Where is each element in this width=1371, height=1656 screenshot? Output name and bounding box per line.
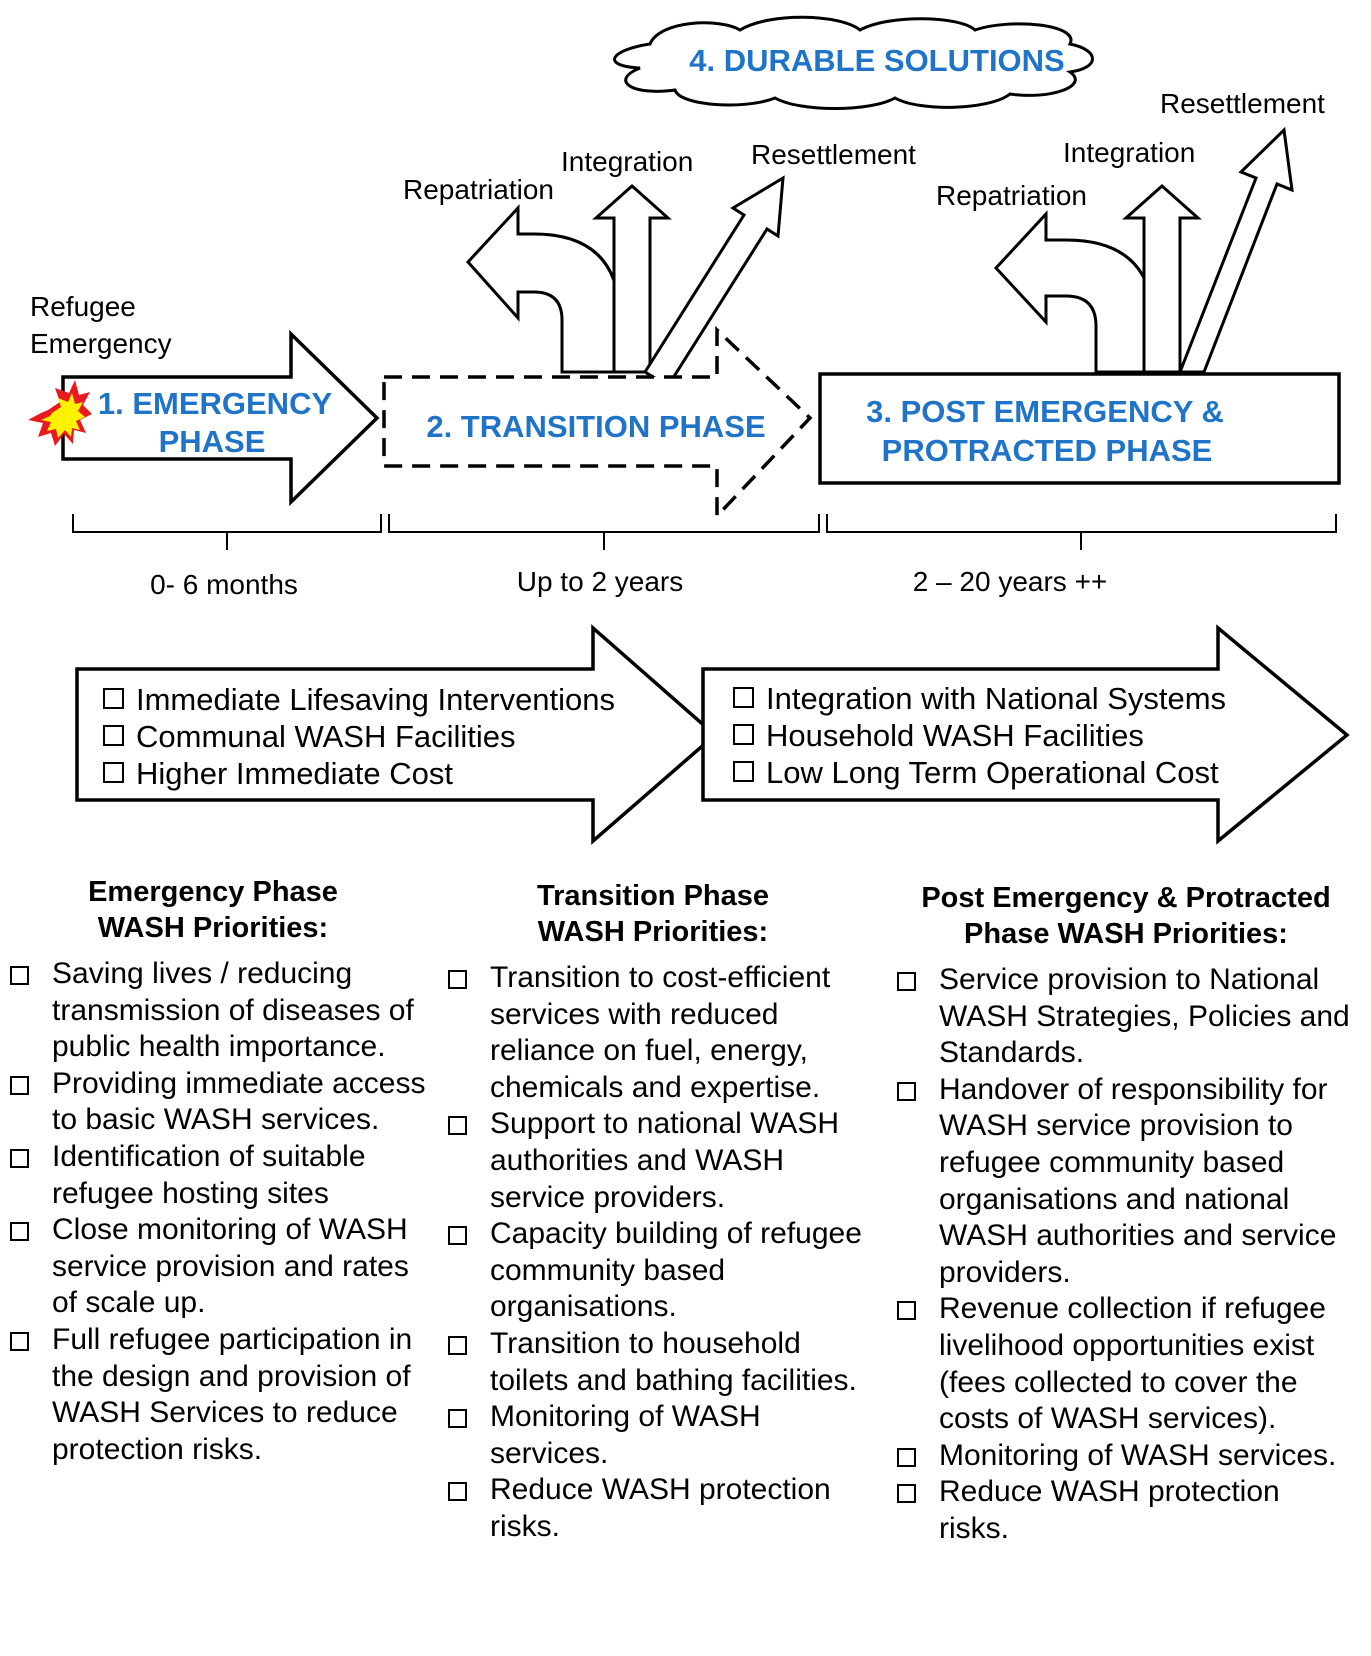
priority-item: Transition to cost-efficient services wi…: [446, 960, 862, 1106]
phase-diagram: 4. DURABLE SOLUTIONS Repatriation Integr…: [28, 15, 1350, 845]
priority-item: Handover of responsibility for WASH serv…: [895, 1072, 1357, 1292]
protracted-integration-arrow: [1122, 183, 1202, 374]
priority-item: Identification of suitable refugee hosti…: [8, 1139, 428, 1212]
priority-item: Service provision to National WASH Strat…: [895, 962, 1357, 1072]
column-title-line: Transition Phase: [536, 880, 770, 912]
right-arrow-item: Integration with National Systems: [766, 681, 1226, 716]
priority-item: Reduce WASH protection risks.: [895, 1474, 1357, 1547]
emergency-duration-label: 0- 6 months: [150, 569, 298, 600]
checkbox-icon: [733, 761, 754, 782]
durable-solutions-label: 4. DURABLE SOLUTIONS: [689, 43, 1064, 78]
long-term-response-arrow: [701, 624, 1350, 845]
emergency-phase-label-line1: 1. EMERGENCY: [98, 386, 333, 421]
emergency-phase-arrow: [61, 329, 380, 507]
checkbox-icon: [103, 725, 124, 746]
transition-priorities-title: Transition Phase WASH Priorities:: [446, 878, 860, 950]
left-arrow-item: Immediate Lifesaving Interventions: [136, 682, 615, 717]
post-duration-label: 2 – 20 years ++: [913, 566, 1108, 597]
checkbox-icon: [733, 687, 754, 708]
priority-item: Saving lives / reducing transmission of …: [8, 956, 428, 1066]
column-title-line: Phase WASH Priorities:: [964, 918, 1288, 950]
emergency-priorities-column: Emergency Phase WASH Priorities: Saving …: [8, 874, 428, 1468]
post-priorities-title: Post Emergency & Protracted Phase WASH P…: [895, 880, 1357, 952]
protracted-integration-label: Integration: [1063, 137, 1195, 168]
emergency-priorities-title: Emergency Phase WASH Priorities:: [8, 874, 418, 946]
left-arrow-item: Higher Immediate Cost: [136, 756, 453, 791]
transition-integration-label: Integration: [561, 146, 693, 177]
durable-solutions-cloud: [613, 15, 1094, 110]
protracted-repatriation-label: Repatriation: [936, 180, 1087, 211]
priority-item: Full refugee participation in the design…: [8, 1322, 428, 1468]
transition-resettlement-label: Resettlement: [751, 139, 916, 170]
transition-repatriation-arrow: [465, 204, 622, 374]
post-duration-brace: [826, 514, 1337, 550]
transition-priorities-column: Transition Phase WASH Priorities: Transi…: [446, 878, 862, 1546]
column-title-line: Post Emergency & Protracted: [921, 882, 1331, 914]
left-arrow-item: Communal WASH Facilities: [136, 719, 516, 754]
right-arrow-item: Household WASH Facilities: [766, 718, 1144, 753]
priority-item: Capacity building of refugee community b…: [446, 1216, 862, 1326]
transition-integration-arrow: [592, 183, 672, 374]
priority-item: Monitoring of WASH services.: [446, 1399, 862, 1472]
transition-phase-label: 2. TRANSITION PHASE: [426, 409, 765, 444]
priority-item: Revenue collection if refugee livelihood…: [895, 1291, 1357, 1437]
column-title-line: Emergency Phase: [88, 876, 338, 908]
priority-item: Support to national WASH authorities and…: [446, 1106, 862, 1216]
protracted-resettlement-label: Resettlement: [1160, 88, 1325, 119]
transition-repatriation-label: Repatriation: [403, 174, 554, 205]
transition-duration-label: Up to 2 years: [517, 566, 684, 597]
priority-item: Monitoring of WASH services.: [895, 1438, 1357, 1475]
protracted-repatriation-arrow: [993, 210, 1156, 374]
refugee-emergency-label-line2: Emergency: [30, 328, 172, 359]
refugee-emergency-label-line1: Refugee: [30, 291, 136, 322]
post-phase-label-line2: PROTRACTED PHASE: [882, 433, 1213, 468]
emergency-duration-brace: [72, 514, 382, 550]
right-arrow-item: Low Long Term Operational Cost: [766, 755, 1219, 790]
priority-item: Transition to household toilets and bath…: [446, 1326, 862, 1399]
transition-resettlement-arrow: [642, 175, 785, 389]
priority-item: Providing immediate access to basic WASH…: [8, 1066, 428, 1139]
post-priorities-column: Post Emergency & Protracted Phase WASH P…: [895, 880, 1357, 1548]
checkbox-icon: [103, 688, 124, 709]
priority-item: Close monitoring of WASH service provisi…: [8, 1212, 428, 1322]
emergency-burst-core: [41, 393, 85, 438]
priority-item: Reduce WASH protection risks.: [446, 1472, 862, 1545]
checkbox-icon: [733, 724, 754, 745]
protracted-resettlement-arrow: [1177, 126, 1294, 374]
checkbox-icon: [103, 762, 124, 783]
transition-duration-brace: [388, 514, 820, 550]
column-title-line: WASH Priorities:: [97, 912, 329, 944]
post-phase-label-line1: 3. POST EMERGENCY &: [866, 394, 1224, 429]
transition-phase-arrow: [382, 325, 813, 521]
column-title-line: WASH Priorities:: [537, 916, 769, 948]
immediate-response-arrow: [75, 624, 718, 845]
post-emergency-phase-box: [818, 372, 1341, 485]
emergency-phase-label-line2: PHASE: [159, 424, 266, 459]
